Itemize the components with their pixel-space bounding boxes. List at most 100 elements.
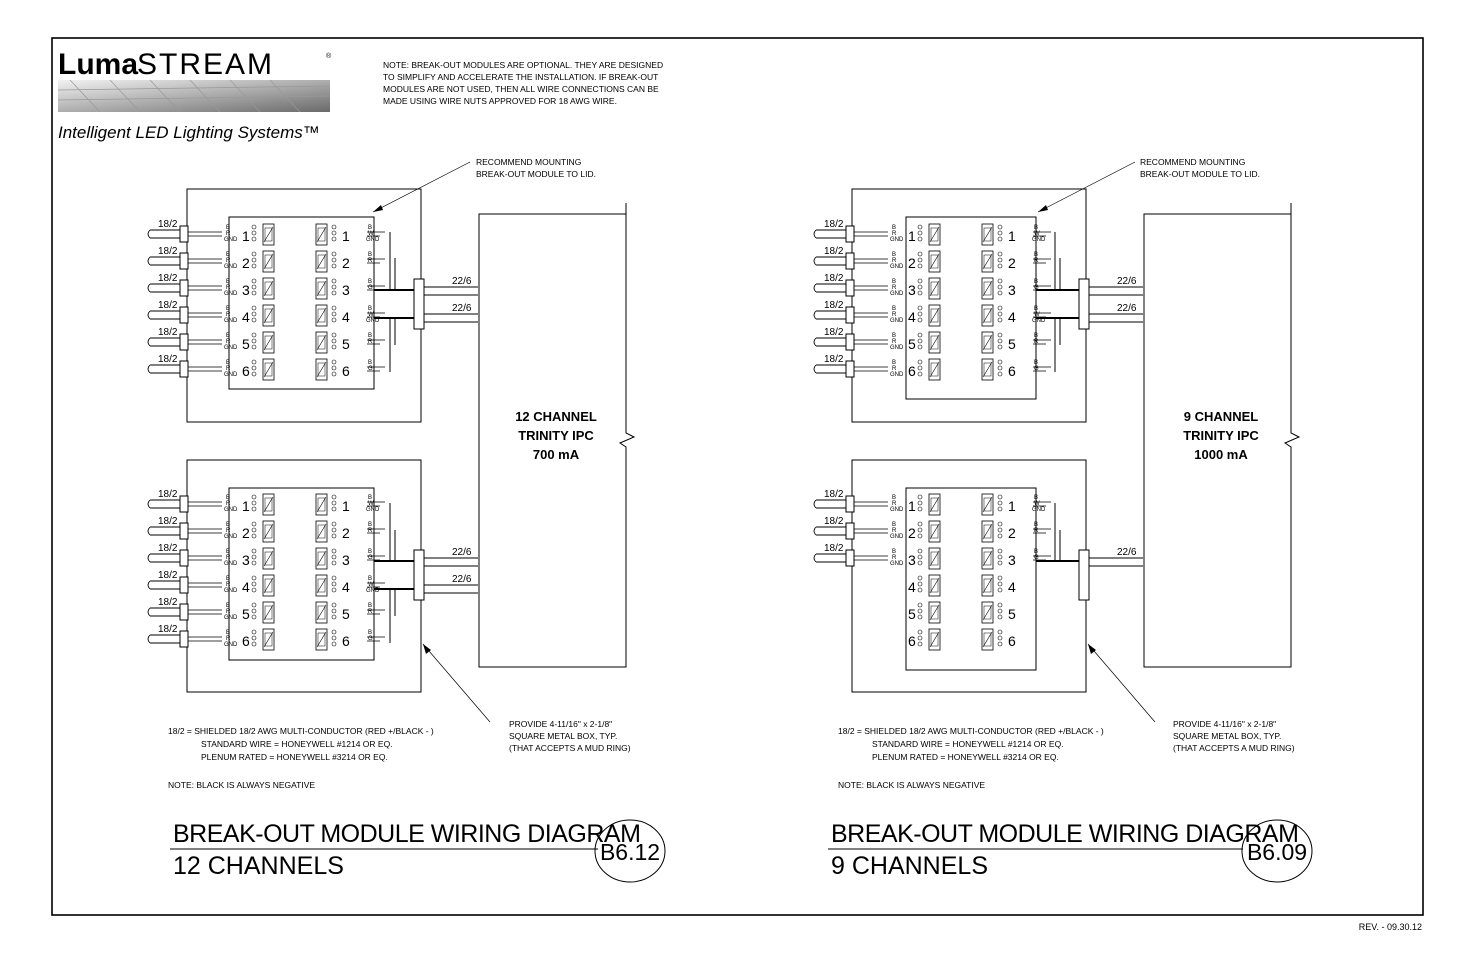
pin-dot [997, 554, 1003, 560]
pin-dot [997, 305, 1003, 311]
cable-connector [179, 306, 189, 324]
channel-number-right: 1 [1008, 228, 1016, 244]
terminal-block [928, 547, 941, 570]
pin-dot [917, 581, 923, 587]
channel-number-left: 4 [242, 309, 250, 325]
pin-dot [917, 554, 923, 560]
pin-dot [997, 338, 1003, 344]
output-wire-label: 22/6 [452, 574, 472, 585]
wire-color-label: R [1034, 258, 1039, 264]
cable-end [147, 256, 151, 266]
pin-dot [331, 344, 337, 350]
cable-connector [845, 522, 855, 540]
channel-number-right: 5 [1008, 336, 1016, 352]
pin-dot [917, 527, 923, 533]
channel-number-right: 6 [1008, 363, 1016, 379]
cable-end [147, 499, 151, 509]
pin-dot [917, 224, 923, 230]
pin-dot [251, 290, 257, 296]
pin-dot [331, 575, 337, 581]
pin-dot [997, 575, 1003, 581]
pin-dot [917, 263, 923, 269]
input-wires [854, 312, 888, 318]
pin-dot [331, 560, 337, 566]
pin-dot [917, 284, 923, 290]
wire-color-label: GND [224, 615, 238, 621]
pin-dot [917, 236, 923, 242]
wire-color-label: G [368, 285, 373, 291]
cable-end [147, 634, 151, 644]
input-wire-label: 18/2 [158, 300, 178, 311]
wire-color-label: R [226, 285, 231, 291]
pin-dot [997, 278, 1003, 284]
revision-label: REV. - 09.30.12 [1359, 922, 1422, 932]
wire-color-label: B [1034, 252, 1038, 258]
pin-dot [251, 641, 257, 647]
pin-dot [997, 365, 1003, 371]
ipc-label-line: 9 CHANNEL [1184, 409, 1258, 424]
pin-dot [917, 575, 923, 581]
trinity-ipc-enclosure [1143, 203, 1301, 668]
terminal-block [262, 223, 275, 246]
pin-dot [917, 338, 923, 344]
cable-end [147, 283, 151, 293]
wire-color-label: GND [224, 642, 238, 648]
wire-color-label: B [368, 603, 372, 609]
terminal-block [315, 520, 328, 543]
terminal-block [315, 223, 328, 246]
output-wires [1033, 258, 1051, 264]
input-wire-label: 18/2 [158, 597, 178, 608]
top-note-line: MADE USING WIRE NUTS APPROVED FOR 18 AWG… [383, 96, 617, 106]
output-wire-label: 22/6 [1117, 276, 1137, 287]
wire-color-label: GND [224, 588, 238, 594]
pin-dot [997, 506, 1003, 512]
pin-dot [997, 635, 1003, 641]
wire-color-label: G [368, 366, 373, 372]
terminal-block [262, 331, 275, 354]
terminal-block [928, 628, 941, 651]
wire-color-label: R [368, 609, 373, 615]
pin-dot [251, 608, 257, 614]
pin-dot [997, 494, 1003, 500]
cable-connector [845, 306, 855, 324]
channel-number-right: 5 [342, 606, 350, 622]
wire-color-label: B [892, 360, 896, 366]
channel-number-right: 5 [1008, 606, 1016, 622]
pin-dot [251, 251, 257, 257]
wire-color-label: B [226, 603, 230, 609]
terminal-block [981, 574, 994, 597]
pin-dot [331, 365, 337, 371]
wire-color-label: GND [224, 345, 238, 351]
pin-dot [251, 263, 257, 269]
pin-dot [917, 494, 923, 500]
cable-connector [845, 360, 855, 378]
wire-color-label: B [368, 549, 372, 555]
terminal-block [315, 358, 328, 381]
terminal-block [315, 493, 328, 516]
breakout-module-upper [228, 216, 375, 390]
output-wire-label: 22/6 [1117, 303, 1137, 314]
pin-dot [251, 494, 257, 500]
wire-color-label: R [892, 231, 897, 237]
pin-dot [331, 608, 337, 614]
wire-color-label: R [226, 609, 231, 615]
wire-color-label: B [226, 549, 230, 555]
terminal-block [981, 358, 994, 381]
wire-color-label: B [226, 522, 230, 528]
wire-color-label: B [226, 630, 230, 636]
pin-dot [251, 344, 257, 350]
cable-end [813, 499, 817, 509]
box-callout-line: SQUARE METAL BOX, TYP. [1173, 731, 1281, 741]
pin-dot [997, 359, 1003, 365]
pin-dot [331, 338, 337, 344]
wire-color-label: R [226, 312, 231, 318]
cable-connector [413, 278, 425, 330]
